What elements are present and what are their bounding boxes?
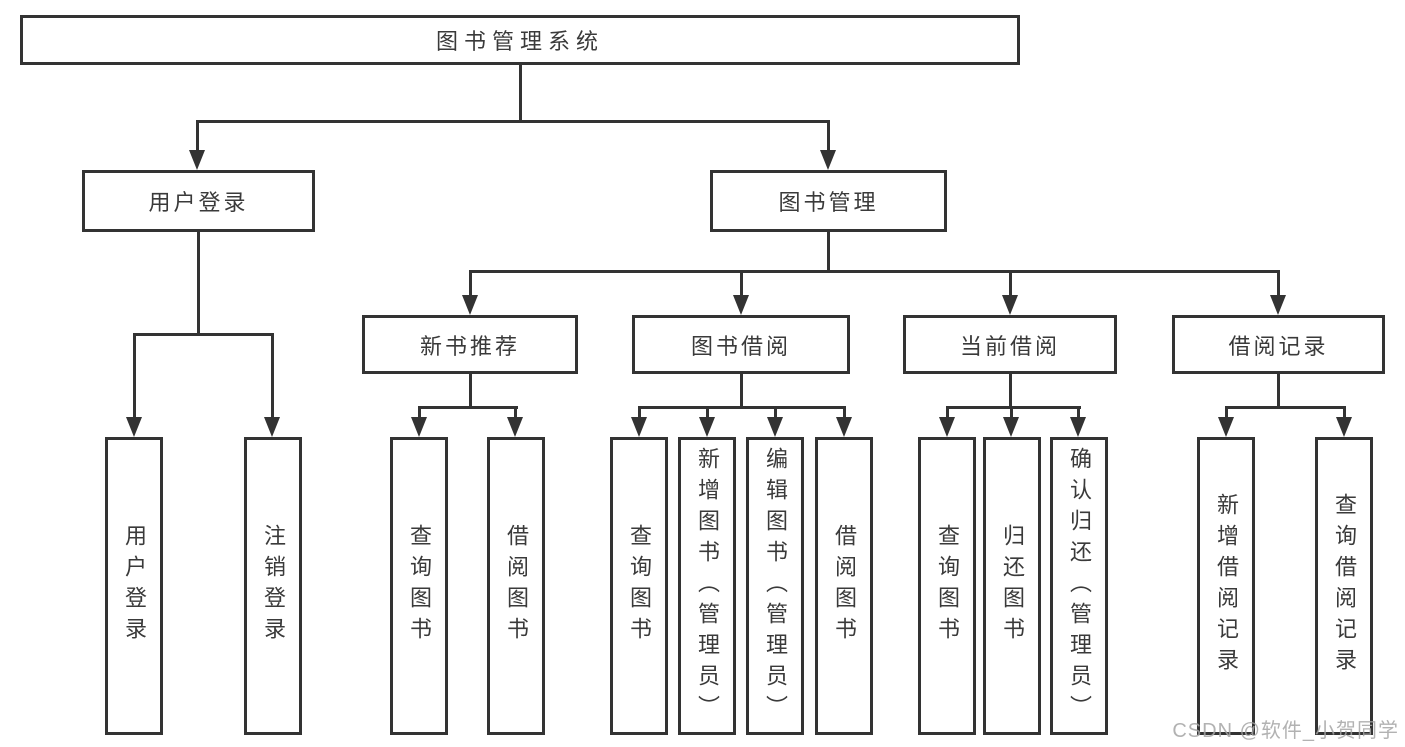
connector-line [1277,270,1280,297]
connector-line [706,406,709,419]
leaf-newbook-borrow-books: 借阅图书 [487,437,545,735]
connector-line [638,406,641,419]
leaf-borrow-query-books: 查询图书 [610,437,668,735]
node-book-management: 图书管理 [710,170,947,232]
leaf-records-query-record: 查询借阅记录 [1315,437,1373,735]
arrowhead-down [1218,417,1234,437]
arrowhead-down [1003,417,1019,437]
leaf-current-confirm-return-admin: 确认归还（管理员） [1050,437,1108,735]
connector-line [946,406,1081,409]
leaf-label: 注销登录 [261,524,286,648]
arrowhead-down [126,417,142,437]
connector-line [1343,406,1346,419]
connector-line [133,333,136,419]
leaf-label: 查询图书 [935,524,960,648]
arrowhead-down [820,150,836,170]
connector-line [1225,406,1228,419]
connector-line [271,333,274,419]
connector-line [843,406,846,419]
leaf-logout: 注销登录 [244,437,302,735]
arrowhead-down [1270,295,1286,315]
node-current-borrow: 当前借阅 [903,315,1117,374]
leaf-current-return-books: 归还图书 [983,437,1041,735]
arrowhead-down [1070,417,1086,437]
arrowhead-down [767,417,783,437]
arrowhead-down [507,417,523,437]
connector-line [1009,270,1012,297]
node-book-borrow: 图书借阅 [632,315,850,374]
leaf-label: 新增图书（管理员） [695,446,720,726]
leaf-label: 查询图书 [407,524,432,648]
arrowhead-down [189,150,205,170]
connector-line [418,406,421,419]
node-root: 图书管理系统 [20,15,1020,65]
connector-line [1077,406,1080,419]
arrowhead-down [939,417,955,437]
connector-line [1009,374,1012,409]
connector-line [740,374,743,409]
arrowhead-down [1336,417,1352,437]
connector-line [774,406,777,419]
leaf-borrow-borrow-books: 借阅图书 [815,437,873,735]
connector-line [469,374,472,409]
arrowhead-down [264,417,280,437]
leaf-label: 查询图书 [627,524,652,648]
leaf-label: 借阅图书 [832,524,857,648]
connector-line [196,120,199,152]
connector-line [1277,374,1280,409]
leaf-current-query-books: 查询图书 [918,437,976,735]
node-new-book-recommend: 新书推荐 [362,315,578,374]
arrowhead-down [733,295,749,315]
leaf-label: 查询借阅记录 [1332,493,1357,679]
arrowhead-down [631,417,647,437]
arrowhead-down [699,417,715,437]
connector-line [1225,406,1346,409]
arrowhead-down [1002,295,1018,315]
connector-line [196,120,830,123]
leaf-label: 借阅图书 [504,524,529,648]
arrowhead-down [836,417,852,437]
connector-line [418,406,518,409]
leaf-borrow-add-books-admin: 新增图书（管理员） [678,437,736,735]
leaf-borrow-edit-books-admin: 编辑图书（管理员） [746,437,804,735]
leaf-records-add-record: 新增借阅记录 [1197,437,1255,735]
leaf-label: 编辑图书（管理员） [763,446,788,726]
arrowhead-down [411,417,427,437]
leaf-label: 确认归还（管理员） [1067,446,1092,726]
node-user-login: 用户登录 [82,170,315,232]
connector-line [469,270,472,297]
connector-line [1010,406,1013,419]
connector-line [946,406,949,419]
leaf-label: 新增借阅记录 [1214,493,1239,679]
connector-line [740,270,743,297]
node-borrow-records: 借阅记录 [1172,315,1385,374]
arrowhead-down [462,295,478,315]
leaf-newbook-query-books: 查询图书 [390,437,448,735]
connector-line [827,120,830,152]
connector-line [519,65,522,122]
connector-line [469,270,1280,273]
connector-line [514,406,517,419]
leaf-label: 归还图书 [1000,524,1025,648]
connector-line [827,232,830,273]
watermark: CSDN @软件_小贺同学 [1172,720,1399,742]
connector-line [197,232,200,335]
leaf-user-login: 用户登录 [105,437,163,735]
leaf-label: 用户登录 [122,524,147,648]
connector-line [638,406,846,409]
connector-line [133,333,274,336]
